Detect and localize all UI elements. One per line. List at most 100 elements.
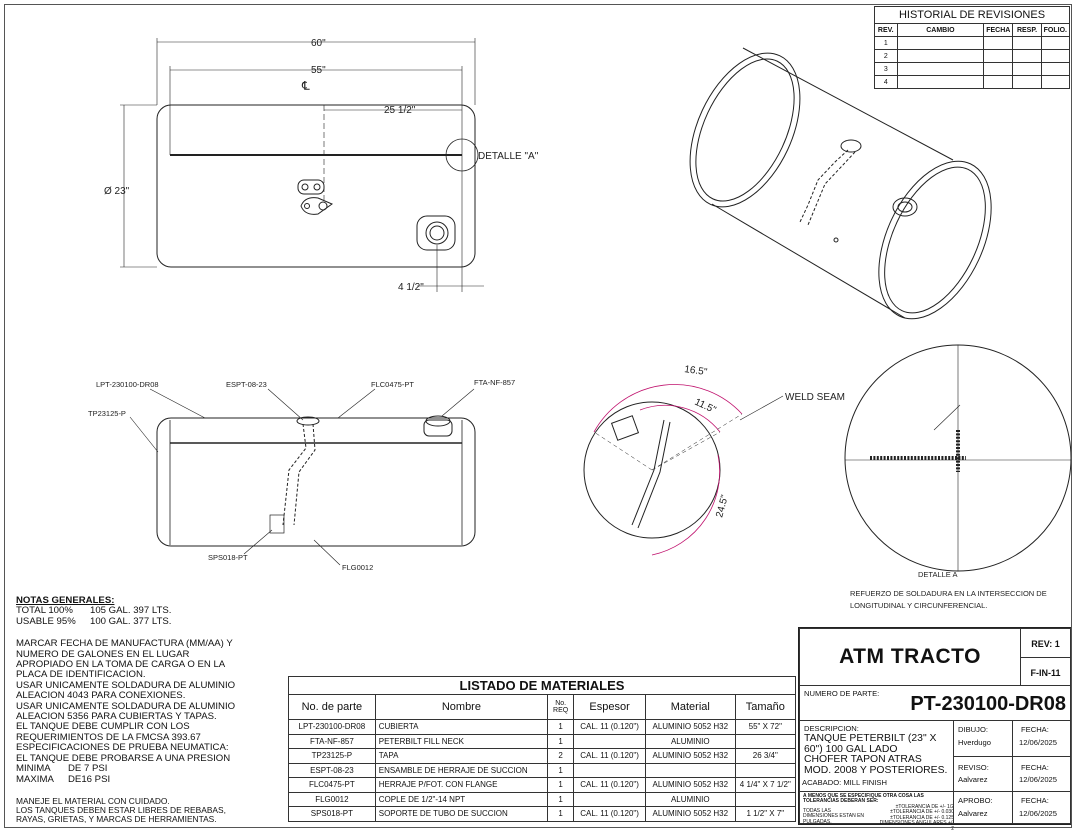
revision-row: 2 <box>874 49 1071 63</box>
dim-fill-text: 4 1/2" <box>398 282 424 293</box>
approved-by: Aalvarez <box>958 809 988 818</box>
pressure-label: MAXIMA <box>16 773 54 785</box>
iso-fill-neck <box>892 197 918 217</box>
pressure-value: DE 7 PSI <box>68 763 108 775</box>
dim-offset-text: 25 1/2" <box>384 105 416 116</box>
company-name: ATM TRACTO <box>839 645 981 668</box>
bom-name: SOPORTE DE TUBO DE SUCCION <box>374 806 549 822</box>
reviewed-by: Aalvarez <box>958 775 988 784</box>
flange-fitting-icon <box>300 197 334 215</box>
note-line: EL TANQUE DEBE PROBARSE A UNA PRESION <box>16 752 231 764</box>
tolerance-line: ±TOLERANCIA DE +/- 1/2 <box>895 804 954 810</box>
date-value: 12/06/2025 <box>1019 738 1058 747</box>
callout-sps: SPS018-PT <box>208 553 248 562</box>
bom-material: ALUMINIO 5052 H32 <box>644 806 736 822</box>
bom-body: LPT-230100-DR08 CUBIERTA 1 CAL. 11 (0.12… <box>288 719 797 822</box>
tolerance-title: A MENOS QUE SE ESPECIFIQUE OTRA COSA LAS… <box>803 793 924 805</box>
note-line: EL TANQUE DEBE CUMPLIR CON LOS <box>16 721 190 733</box>
capacity-value: 105 GAL. 397 LTS. <box>90 605 172 617</box>
finish-label: ACABADO: MILL FINISH <box>802 778 887 787</box>
footer-note: MANEJE EL MATERIAL CON CUIDADO. <box>16 795 170 806</box>
table-row: FLC0475-PT HERRAJE P/FOT. CON FLANGE 1 C… <box>288 777 797 793</box>
table-row: SPS018-PT SOPORTE DE TUBO DE SUCCION 1 C… <box>288 806 797 822</box>
table-row: ESPT-08-23 ENSAMBLE DE HERRAJE DE SUCCIO… <box>288 762 797 778</box>
dim-diameter-text: Ø 23" <box>104 186 130 197</box>
note-line: USAR UNICAMENTE SOLDADURA DE ALUMINIO <box>16 700 236 712</box>
iso-tank-end-left <box>689 52 801 208</box>
description-text: TANQUE PETERBILT (23" X 60") 100 GAL LAD… <box>804 733 947 776</box>
footer-note: RAYAS, GRIETAS, Y MARCAS DE HERRAMIENTAS… <box>16 813 217 824</box>
general-notes: NOTAS GENERALES: TOTAL 100%105 GAL. 397 … <box>16 595 272 824</box>
top-view-tank-outline <box>156 104 476 268</box>
part-number: PT-230100-DR08 <box>910 693 1066 715</box>
title-block: ATM TRACTO REV: 1 F-IN-11 NUMERO DE PART… <box>798 627 1072 831</box>
pressure-label: MINIMA <box>16 763 51 775</box>
pressure-value: DE16 PSI <box>68 773 111 785</box>
callout-flc: FLC0475-PT <box>371 380 414 389</box>
bom-thickness: CAL. 11 (0.120") <box>573 806 646 822</box>
iso-tank-end-right <box>878 160 992 320</box>
revision-header-row: REV. CAMBIO FECHA RESP. FOLIO. <box>874 23 1071 37</box>
capacity-row: USABLE 95%100 GAL. 377 LTS. <box>16 615 272 627</box>
bom-col-part: No. de parte <box>288 694 376 720</box>
detail-a-marker <box>445 138 479 172</box>
bom-col-material: Material <box>644 694 736 720</box>
bill-of-materials: LISTADO DE MATERIALES No. de parte Nombr… <box>288 676 797 822</box>
reviewed-by-label: REVISO: <box>958 763 989 772</box>
rev-label: REV: 1 <box>1031 639 1060 649</box>
bom-col-qty: No. REQ <box>547 694 575 720</box>
side-view-fill-neck <box>423 419 453 437</box>
note-line: ALEACION 4043 PARA CONEXIONES. <box>16 690 186 702</box>
end-view-arc-c <box>651 454 721 556</box>
note-line: ESPECIFICACIONES DE PRUEBA NEUMATICA: <box>16 742 229 754</box>
bom-title: LISTADO DE MATERIALES <box>288 676 796 695</box>
tolerance-line: DIMENSIONES ANGULARES +/- 2 <box>879 820 954 832</box>
iso-suction-tube <box>799 149 849 223</box>
callout-flg: FLG0012 <box>342 563 373 572</box>
bom-size: 1 1/2" X 7" <box>734 806 797 822</box>
capacity-label: TOTAL 100% <box>16 605 73 617</box>
sheet-border <box>4 4 1072 828</box>
callout-espt: ESPT-08-23 <box>226 380 267 389</box>
bom-qty: 1 <box>547 806 575 822</box>
tolerance-units: TODAS LAS DIMENSIONES ESTAN EN PULGADAS. <box>803 808 865 825</box>
revision-history-table: HISTORIAL DE REVISIONES REV. CAMBIO FECH… <box>874 6 1071 89</box>
pressure-row: MAXIMA DE16 PSI <box>16 773 272 785</box>
end-view-suction-tube <box>631 419 665 526</box>
detail-a-note-line: LONGITUDINAL Y CIRCUNFERENCIAL. <box>850 601 987 610</box>
detail-a-note-line: REFUERZO DE SOLDADURA EN LA INTERSECCION… <box>850 589 1047 598</box>
footer-note: LOS TANQUES DEBEN ESTAR LIBRES DE REBABA… <box>16 804 226 815</box>
tolerance-line: ±TOLERANCIA DE +/- 0.030 <box>890 809 954 816</box>
note-line: MARCAR FECHA DE MANUFACTURA (MM/AA) Y <box>16 638 233 650</box>
bom-col-name: Nombre <box>374 694 549 720</box>
callout-cubierta: LPT-230100-DR08 <box>96 380 159 389</box>
centerline-symbol: ℄ <box>301 79 310 93</box>
approved-by-label: APROBO: <box>958 796 993 805</box>
table-row: TP23125-P TAPA 2 CAL. 11 (0.120") ALUMIN… <box>288 748 797 764</box>
callout-fta: FTA-NF-857 <box>474 378 515 387</box>
bom-header-row: No. de parte Nombre No. REQ Espesor Mate… <box>288 694 797 720</box>
date-label: FECHA: <box>1021 725 1049 734</box>
iso-tank-top-edge <box>742 47 954 161</box>
note-line: ALEACION 5356 PARA CUBIERTAS Y TAPAS. <box>16 711 217 723</box>
dim-overall-text: 60" <box>311 38 326 49</box>
date-label: FECHA: <box>1021 796 1049 805</box>
dim-length-text: 55" <box>311 65 326 76</box>
description-line: CHOFER TAPON ATRAS <box>804 754 922 765</box>
form-label: F-IN-11 <box>1030 668 1061 678</box>
callout-tapa: TP23125-P <box>88 409 126 418</box>
detail-a-title: DETALLE A <box>918 570 957 579</box>
part-number-label: NUMERO DE PARTE: <box>804 689 880 698</box>
revision-row: 1 <box>874 36 1071 50</box>
note-line: PLACA DE IDENTIFICACION. <box>16 669 146 681</box>
bom-col-size: Tamaño <box>734 694 797 720</box>
description-line: TANQUE PETERBILT (23" X <box>804 733 937 744</box>
date-value: 12/06/2025 <box>1019 775 1058 784</box>
description-label: DESCRIPCION: <box>804 724 859 733</box>
table-row: FTA-NF-857 PETERBILT FILL NECK 1 ALUMINI… <box>288 733 797 749</box>
capacity-value: 100 GAL. 377 LTS. <box>90 615 172 627</box>
drawn-by-label: DIBUJO: <box>958 725 988 734</box>
iso-tank-bottom-edge <box>711 203 906 319</box>
